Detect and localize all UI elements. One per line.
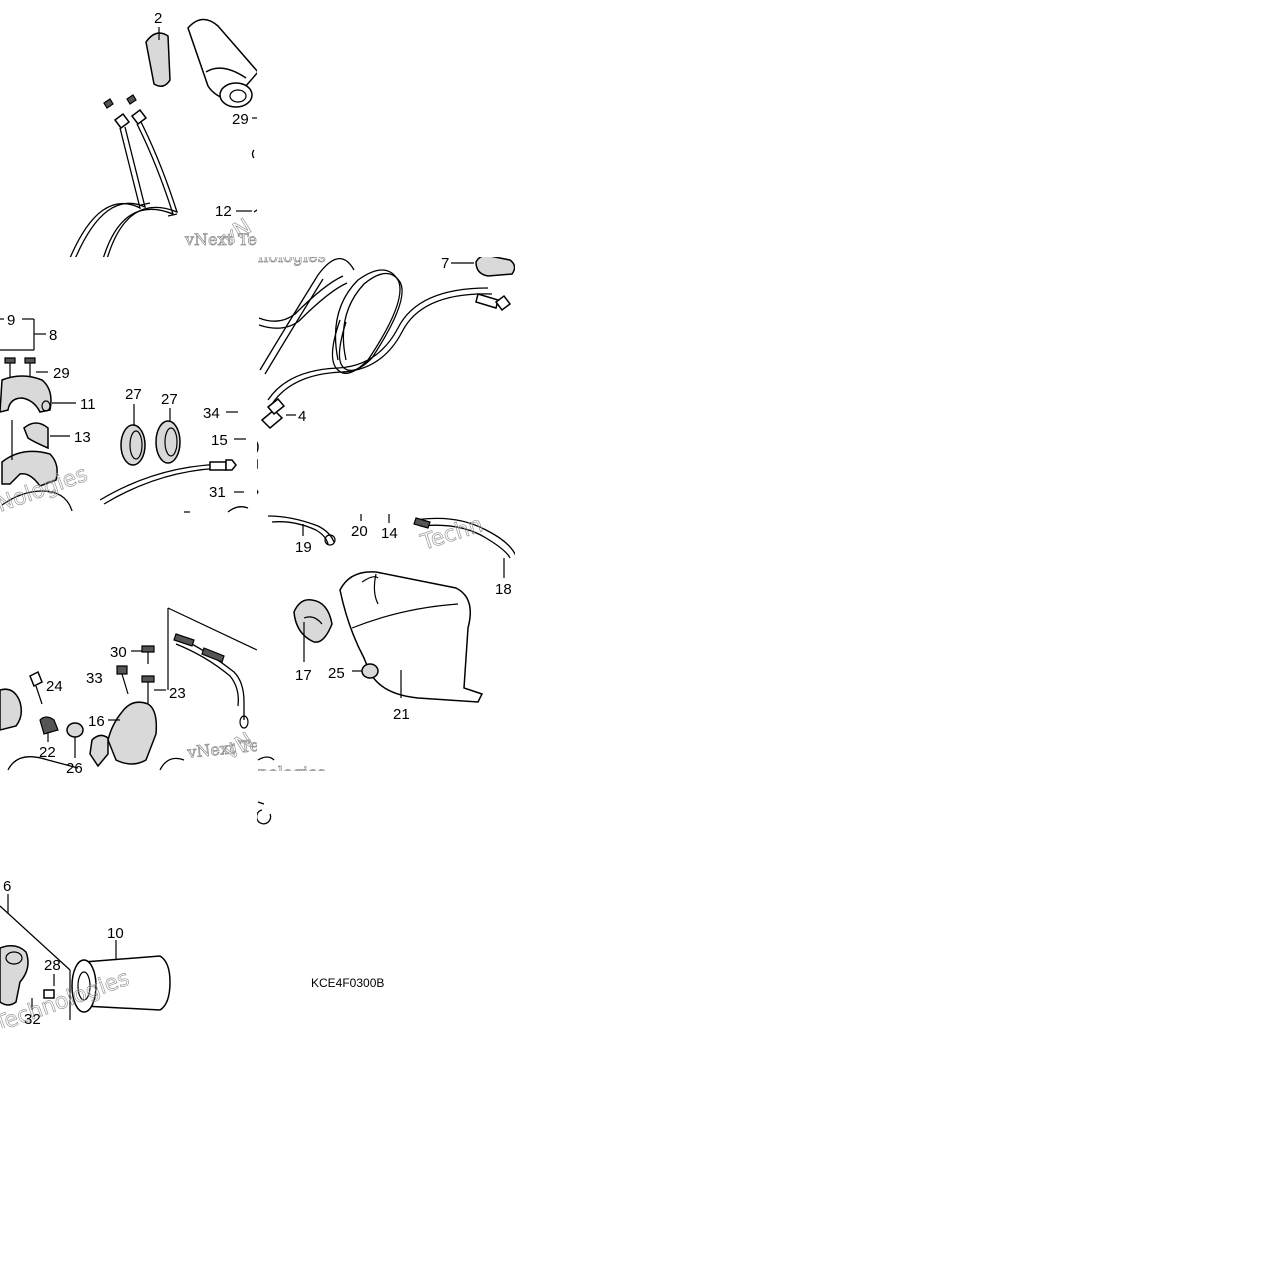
callout-8: 8: [49, 327, 57, 344]
callout-29: 29: [232, 111, 249, 128]
callout-7: 7: [441, 255, 449, 272]
diagram-code: KCE4F0300B: [311, 976, 384, 990]
callout-6: 6: [3, 878, 11, 895]
callout-12: 12: [215, 203, 232, 220]
callout-22: 22: [39, 744, 56, 761]
callout-4: 4: [298, 408, 306, 425]
callout-9: 9: [7, 312, 15, 329]
callout-21: 21: [393, 706, 410, 723]
callout-14: 14: [381, 525, 398, 542]
callout-23: 23: [169, 685, 186, 702]
throttle-grip-part: [187, 18, 257, 108]
callout-15: 15: [211, 432, 228, 449]
callout-19: 19: [295, 539, 312, 556]
lever-part: [267, 515, 335, 543]
clamp-part: [120, 424, 146, 466]
callout-25: 25: [328, 665, 345, 682]
callout-11: 11: [80, 396, 96, 413]
callout-27a: 27: [125, 386, 142, 403]
hand-guard-part: [339, 571, 484, 703]
tile-top-left: vNext Tec vN: [69, 18, 266, 257]
callout-33: 33: [86, 670, 103, 687]
watermark-text: vNext Tec: [184, 230, 266, 249]
svg-text:nologies: nologies: [258, 763, 326, 782]
clutch-cable: [259, 258, 355, 375]
callout-13: 13: [74, 429, 91, 446]
callout-27b: 27: [161, 391, 178, 408]
callout-32: 32: [24, 1011, 41, 1028]
callout-34: 34: [203, 405, 220, 422]
callout-20: 20: [351, 523, 368, 540]
callout-28: 28: [44, 957, 61, 974]
callout-2: 2: [154, 10, 162, 27]
tile-bottom-center: [257, 801, 272, 825]
callout-24: 24: [46, 678, 63, 695]
switch-bracket-part: [107, 701, 158, 765]
tile-lower-left: vNext Te vN: [0, 607, 258, 771]
callout-18: 18: [495, 581, 512, 598]
left-grip-part: [71, 955, 171, 1013]
callout-17: 17: [295, 667, 312, 684]
nut-part: [475, 257, 515, 277]
switch-assembly-part: [0, 945, 29, 1006]
callout-16: 16: [88, 713, 105, 730]
cap-part: [145, 32, 171, 87]
callout-29b: 29: [53, 365, 70, 382]
tile-middle-center: nologies: [257, 247, 515, 495]
svg-text:nologies: nologies: [258, 247, 326, 266]
callout-31: 31: [209, 484, 226, 501]
callout-26: 26: [66, 760, 83, 777]
callout-10: 10: [107, 925, 124, 942]
svg-text:vN: vN: [220, 728, 258, 765]
throttle-cable: [69, 127, 141, 257]
switch-housing-part: [0, 375, 52, 413]
callout-30: 30: [110, 644, 127, 661]
